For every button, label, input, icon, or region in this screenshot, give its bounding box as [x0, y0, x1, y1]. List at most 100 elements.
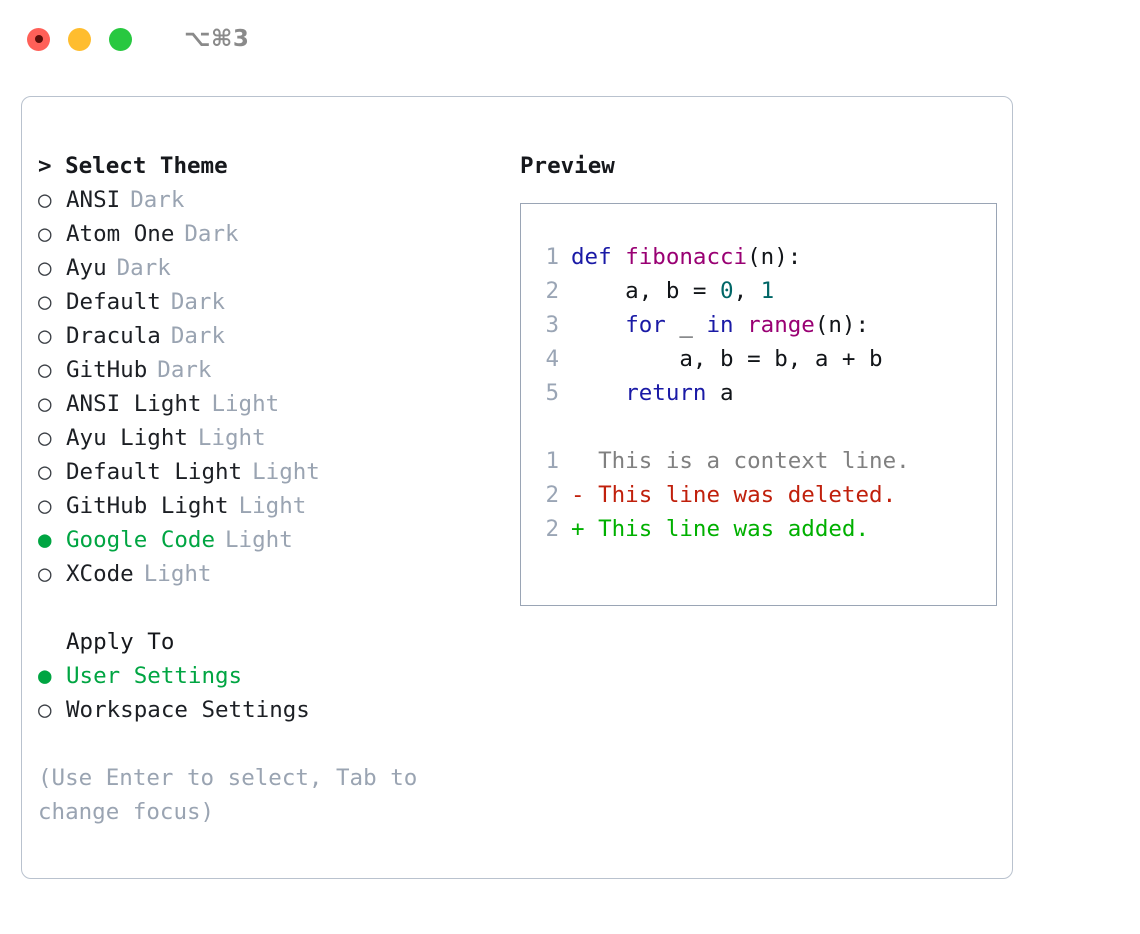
diff-text: This line was deleted. [598, 482, 897, 508]
diff-marker [571, 448, 598, 474]
apply-to-option-list[interactable]: ●User Settings ○ Workspace Settings [38, 659, 482, 727]
radio-unselected-icon: ○ [38, 459, 52, 485]
zoom-button[interactable] [109, 27, 132, 51]
preview-title: Preview [520, 153, 615, 179]
diff-line-add: 2 + This line was added. [521, 512, 996, 546]
theme-option-ayu-light[interactable]: ○ Ayu Light Light [38, 421, 482, 455]
theme-option-label: Google Code [66, 527, 216, 553]
radio-unselected-icon: ○ [38, 425, 52, 451]
keyboard-hint-text: (Use Enter to select, Tab to change focu… [38, 765, 431, 825]
radio-unselected-icon: ○ [38, 255, 52, 281]
preview-divider [521, 410, 996, 444]
radio-selected-icon: ● [38, 663, 52, 689]
radio-unselected-icon: ○ [38, 289, 52, 315]
radio-unselected-icon: ○ [38, 561, 52, 587]
code-token-pl [571, 312, 625, 338]
radio-unselected-icon: ○ [38, 221, 52, 247]
theme-option-tag: Light [252, 459, 320, 485]
radio-selected-icon: ● [38, 527, 52, 553]
diff-text: This is a context line. [598, 448, 910, 474]
apply-to-header: Apply To [66, 629, 175, 655]
theme-option-label: GitHub Light [66, 493, 229, 519]
code-token-pl: a [706, 380, 734, 406]
apply-to-option-user-settings[interactable]: ●User Settings [38, 659, 482, 693]
code-token-pl [734, 312, 748, 338]
code-line: 3 for _ in range(n): [521, 308, 996, 342]
window-controls [27, 27, 132, 51]
code-token-pl: _ [665, 312, 707, 338]
code-token-kw: return [625, 380, 707, 406]
diff-sample: 1 This is a context line. 2- This line wa… [521, 444, 996, 546]
theme-option-tag: Dark [170, 323, 226, 349]
code-line-number: 5 [545, 380, 559, 406]
radio-unselected-icon: ○ [38, 357, 52, 383]
code-token-pl: a, b = [571, 278, 721, 304]
keyboard-shortcut-label: ⌥⌘3 [184, 26, 250, 52]
theme-option-github[interactable]: ○ GitHub Dark [38, 353, 482, 387]
theme-option-tag: Dark [157, 357, 212, 383]
theme-option-default-light[interactable]: ○ Default Light Light [38, 455, 482, 489]
apply-to-option-workspace-settings[interactable]: ○ Workspace Settings [38, 693, 482, 727]
theme-option-label: Atom One [66, 221, 175, 247]
theme-option-ansi[interactable]: ○ ANSI Dark [38, 183, 482, 217]
minimize-button[interactable] [68, 27, 91, 51]
code-line-text: a, b = b, a + b [571, 342, 883, 376]
theme-option-default[interactable]: ○ Default Dark [38, 285, 482, 319]
theme-option-tag: Dark [170, 289, 226, 315]
theme-option-label: Ayu Light [66, 425, 188, 451]
radio-unselected-icon: ○ [38, 323, 52, 349]
code-line: 1 def fibonacci(n): [521, 240, 996, 274]
radio-unselected-icon: ○ [38, 697, 52, 723]
apply-to-option-label: Workspace Settings [66, 697, 310, 723]
code-line-number: 2 [545, 278, 559, 304]
theme-option-label: ANSI [66, 187, 121, 213]
code-token-pl [571, 380, 625, 406]
code-line-text: return a [571, 376, 734, 410]
diff-line-text: + This line was added. [571, 512, 869, 546]
code-line-number: 4 [545, 346, 559, 372]
code-token-fn: range [747, 312, 815, 338]
theme-option-tag: Light [197, 425, 266, 451]
code-line-number: 1 [545, 244, 559, 270]
theme-option-tag: Dark [130, 187, 185, 213]
diff-marker: + [571, 516, 599, 542]
radio-unselected-icon: ○ [38, 187, 52, 213]
close-button[interactable] [27, 27, 50, 51]
theme-option-tag: Light [143, 561, 212, 587]
diff-line-del: 2- This line was deleted. [521, 478, 996, 512]
theme-option-label: GitHub [66, 357, 148, 383]
code-token-pl: a, b = b, a + b [571, 346, 883, 372]
code-token-num: 0 [720, 278, 734, 304]
code-token-kw: def [571, 244, 626, 270]
theme-option-label: Default [66, 289, 161, 315]
theme-option-label: Dracula [66, 323, 161, 349]
title-bar: ⌥⌘3 [0, 0, 1140, 78]
theme-option-label: Default Light [66, 459, 243, 485]
code-line: 4 a, b = b, a + b [521, 342, 996, 376]
diff-line-number: 2 [545, 482, 559, 508]
code-line-number: 3 [545, 312, 559, 338]
code-token-kw: in [706, 312, 734, 338]
code-line: 2 a, b = 0, 1 [521, 274, 996, 308]
radio-unselected-icon: ○ [38, 391, 52, 417]
recording-indicator-icon [34, 35, 43, 43]
code-token-pl: (n): [747, 244, 802, 270]
diff-line-number: 1 [545, 448, 559, 474]
diff-line-number: 2 [545, 516, 559, 542]
theme-option-tag: Dark [116, 255, 171, 281]
theme-option-tag: Light [211, 391, 280, 417]
code-line-text: def fibonacci(n): [571, 240, 801, 274]
theme-option-dracula[interactable]: ○ Dracula Dark [38, 319, 482, 353]
